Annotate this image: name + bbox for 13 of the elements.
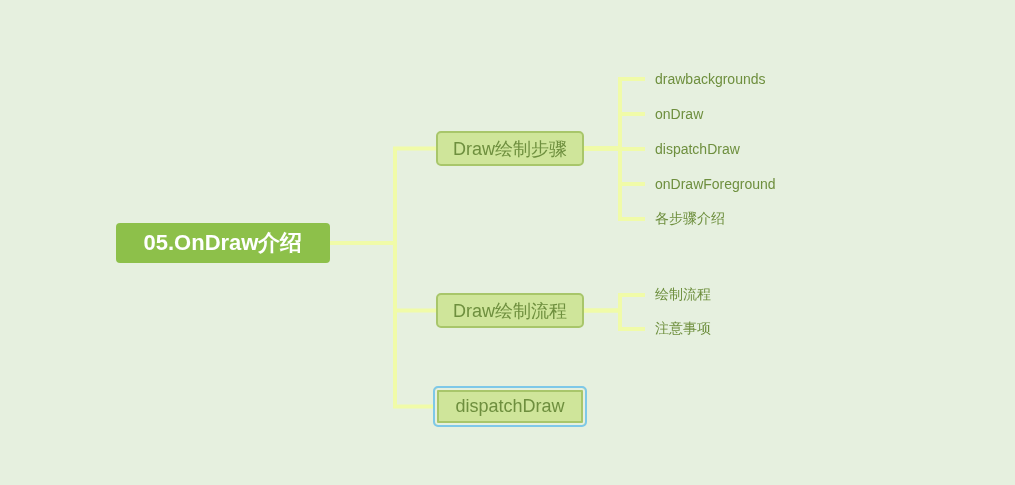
subtopic-text: 各步骤介绍 — [645, 209, 795, 229]
subtopic-text: 绘制流程 — [645, 285, 795, 305]
connector-line — [584, 146, 645, 221]
topic-box: dispatchDraw — [433, 386, 587, 427]
central-topic-box: 05.OnDraw介绍 — [116, 223, 330, 263]
subtopic-text: drawbackgrounds — [645, 69, 795, 89]
subtopic-text: dispatchDraw — [645, 139, 795, 159]
connector-line — [584, 308, 645, 331]
subtopic-text: onDraw — [645, 104, 795, 124]
subtopic-text: 注意事项 — [645, 319, 795, 339]
subtopic-text: onDrawForeground — [645, 174, 795, 194]
topic-box: Draw绘制步骤 — [436, 131, 584, 166]
topic-box: Draw绘制流程 — [436, 293, 584, 328]
